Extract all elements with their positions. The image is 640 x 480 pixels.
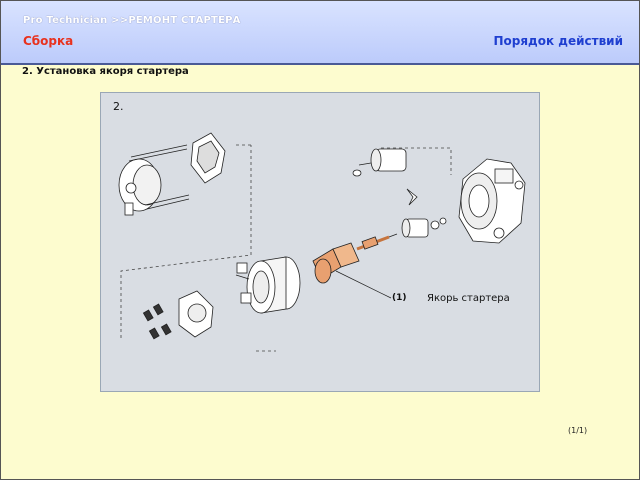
callout-number: (1) <box>392 293 407 303</box>
figure-number: 2. <box>113 100 124 113</box>
yoke-part <box>235 256 301 314</box>
brush-plate-part <box>190 132 226 184</box>
clutch-part <box>401 217 447 238</box>
drive-housing-part <box>458 158 526 244</box>
procedure-link[interactable]: Порядок действий <box>493 34 623 48</box>
step-heading: 2. Установка якоря стартера <box>22 66 189 77</box>
drive-lever-part <box>406 188 418 206</box>
section-title: Сборка <box>23 34 74 48</box>
starter-exploded-diagram <box>118 132 526 352</box>
page-counter: (1/1) <box>568 426 588 435</box>
end-frame-part <box>118 144 190 216</box>
header-bar: Pro Technician >>РЕМОНТ СТАРТЕРА Сборка … <box>0 0 640 65</box>
figure-panel: 2. (1) Якорь стартера <box>100 92 540 392</box>
callout-label: Якорь стартера <box>427 293 510 304</box>
armature-part <box>312 233 398 284</box>
app-title: Pro Technician >>РЕМОНТ СТАРТЕРА <box>23 15 241 26</box>
brush-holder-part <box>178 290 214 338</box>
brushes-part <box>142 303 172 340</box>
magnetic-switch-part <box>352 148 407 177</box>
